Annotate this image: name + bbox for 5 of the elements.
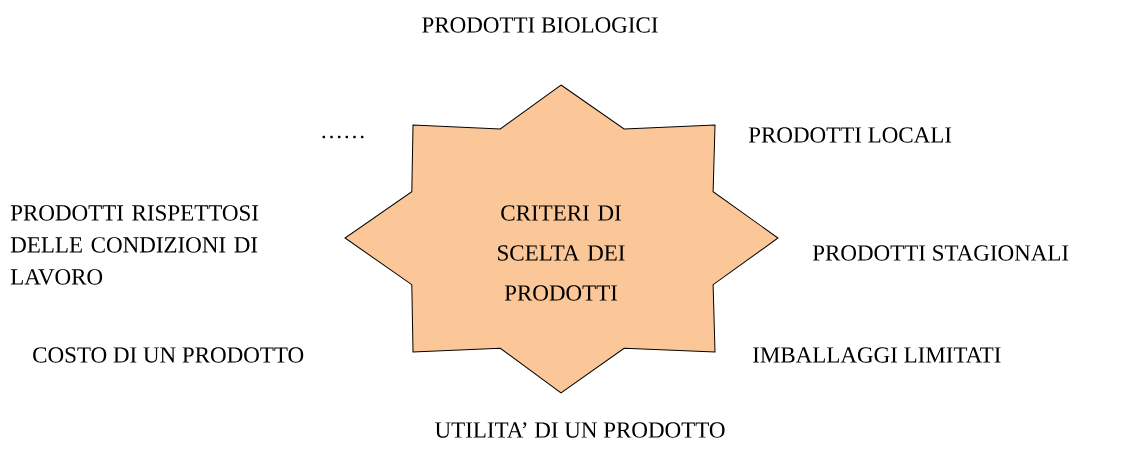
criterion-label: COSTO DI UN PRODOTTO: [33, 347, 304, 363]
criterion-label: PRODOTTI RISPETTOSI DELLE CONDIZIONI DI LAVORO: [10, 205, 259, 285]
criterion-label: PRODOTTI STAGIONALI: [812, 245, 1069, 261]
criterion-label: UTILITA’ DI UN PRODOTTO: [435, 422, 725, 438]
criterion-label: PRODOTTI BIOLOGICI: [422, 17, 658, 33]
